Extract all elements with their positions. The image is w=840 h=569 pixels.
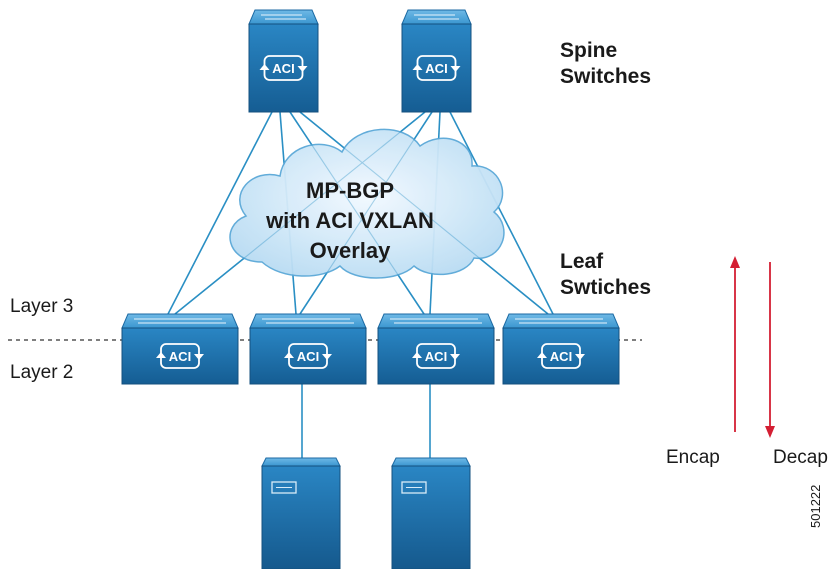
aci-logo-text: ACI	[425, 349, 447, 364]
aci-logo-text: ACI	[425, 61, 447, 76]
overlay-cloud	[229, 128, 505, 279]
aci-logo-icon: ACI	[284, 343, 332, 369]
layer3-label: Layer 3	[10, 296, 74, 317]
decap-arrow	[765, 262, 775, 438]
server	[391, 457, 471, 569]
encap-label: Encap	[666, 447, 720, 468]
encap-arrow	[730, 256, 740, 432]
aci-logo-icon: ACI	[156, 343, 204, 369]
overlay-label: MP-BGP with ACI VXLAN Overlay	[266, 178, 434, 263]
spine-switch: ACI	[401, 9, 472, 113]
aci-logo-icon: ACI	[259, 55, 308, 81]
aci-logo-icon: ACI	[412, 55, 461, 81]
aci-logo-text: ACI	[169, 349, 191, 364]
leaf-switch: ACI	[249, 313, 367, 385]
leaf-switch: ACI	[121, 313, 239, 385]
spine-switch: ACI	[248, 9, 319, 113]
aci-logo-icon: ACI	[412, 343, 460, 369]
server-links	[301, 383, 431, 458]
aci-logo-icon: ACI	[537, 343, 585, 369]
leaf-switch: ACI	[377, 313, 495, 385]
server	[261, 457, 341, 569]
layer2-label: Layer 2	[10, 362, 74, 383]
leaf-switch: ACI	[502, 313, 620, 385]
figure-id: 501222	[808, 484, 823, 528]
aci-logo-text: ACI	[272, 61, 294, 76]
aci-logo-text: ACI	[550, 349, 572, 364]
aci-logo-text: ACI	[297, 349, 319, 364]
decap-label: Decap	[773, 447, 828, 468]
